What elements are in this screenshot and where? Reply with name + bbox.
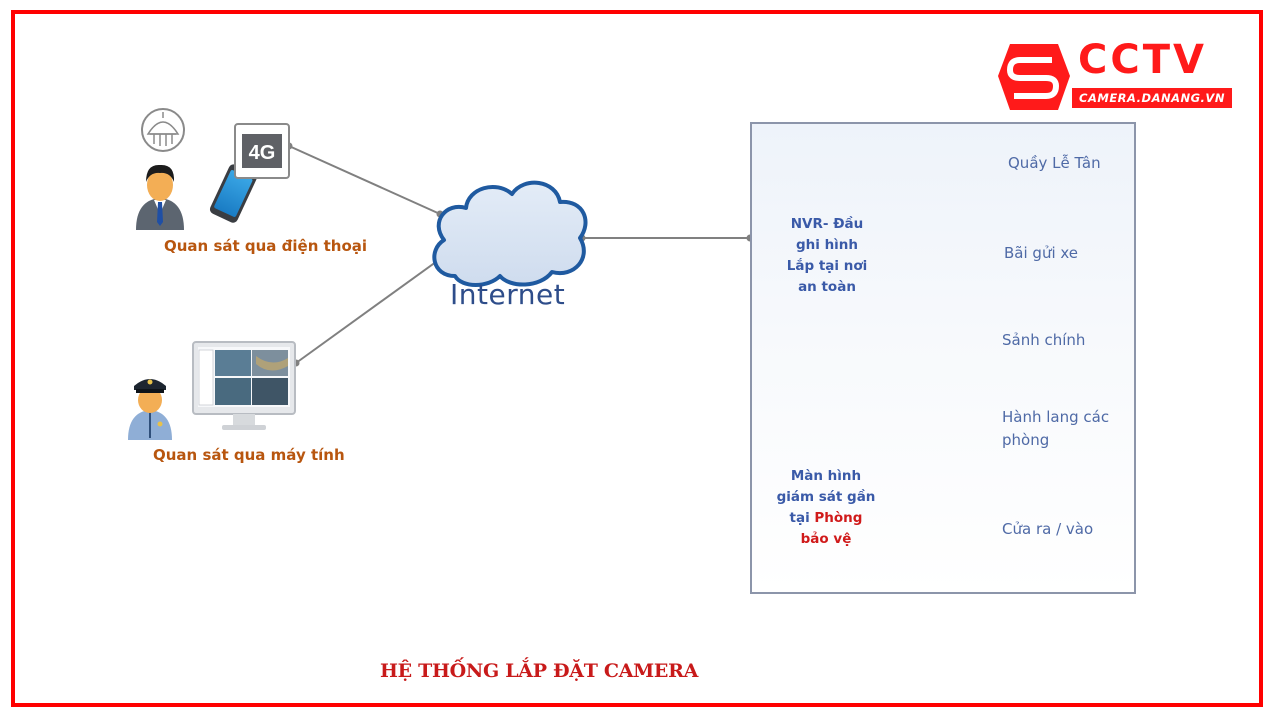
nvr-label-line: Lắp tại nơi (786, 258, 868, 274)
computer-viewing-label: Quan sát qua máy tính (153, 446, 345, 464)
logo-subtitle: CAMERA.DANANG.VN (1072, 88, 1232, 108)
monitor-icon (192, 341, 296, 430)
diagram-title: HỆ THỐNG LẮP ĐẶT CAMERA (380, 660, 699, 682)
site-panel (750, 122, 1136, 594)
camera-label-entrance: Cửa ra / vào (1002, 520, 1094, 538)
connector-internet-site (578, 234, 754, 242)
building-icon (141, 108, 185, 152)
video-wall-label-line: tại Phòng (766, 508, 886, 529)
camera-label-reception: Quầy Lễ Tân (1008, 154, 1101, 172)
nvr-label-line: an toàn (798, 279, 856, 295)
svg-text:4G: 4G (249, 142, 276, 164)
businessman-icon (136, 164, 184, 230)
camera-label-corridor-line: Hành lang các (1002, 408, 1110, 426)
camera-label-corridor-line: phòng (1002, 431, 1050, 449)
video-wall-label: Màn hình giám sát gần tại Phòng bảo vệ (766, 466, 886, 550)
internet-label: Internet (450, 278, 566, 311)
phone-viewing-label: Quan sát qua điện thoại (164, 237, 368, 255)
4g-badge-icon: 4G (234, 123, 290, 179)
video-wall-label-line: bảo vệ (800, 531, 852, 547)
camera-label-parking: Bãi gửi xe (1004, 244, 1079, 262)
cloud-icon (432, 180, 588, 287)
video-wall-label-highlight: Phòng (814, 510, 863, 526)
outer-frame (11, 10, 1263, 707)
connector-phone-internet (285, 142, 444, 218)
logo-brand: CCTV (1078, 37, 1207, 83)
nvr-label-line: ghi hình (795, 237, 859, 253)
nvr-label: NVR- Đầu ghi hình Lắp tại nơi an toàn (772, 214, 882, 298)
video-wall-label-prefix: tại (789, 510, 815, 526)
video-wall-label-line: giám sát gần (776, 489, 876, 505)
camera-label-corridor: Hành lang các phòng (1002, 406, 1109, 452)
nvr-label-line: NVR- Đầu (790, 216, 864, 232)
video-wall-label-line: Màn hình (790, 468, 862, 484)
logo-emblem-icon (998, 44, 1070, 110)
camera-label-lobby: Sảnh chính (1002, 331, 1086, 349)
connector-computer-internet (292, 250, 451, 367)
security-guard-icon (128, 379, 172, 440)
